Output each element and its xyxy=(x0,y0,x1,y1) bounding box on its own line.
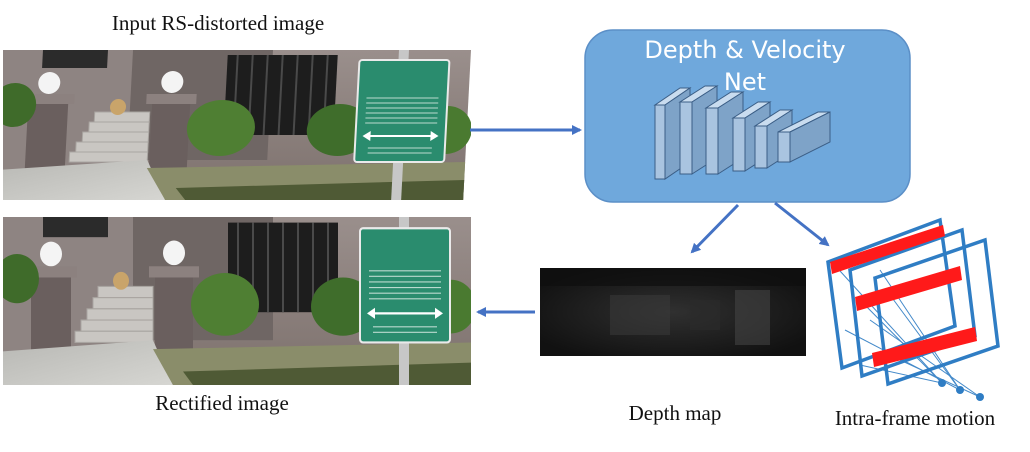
motion-band-bottom xyxy=(872,327,977,367)
arrow-net-to-depth xyxy=(690,203,740,254)
layer-block xyxy=(777,111,831,163)
depth-velocity-net: Depth & Velocity Net xyxy=(584,29,911,203)
camera-center-1 xyxy=(938,379,946,387)
arrow-net-to-motion xyxy=(774,201,830,247)
motion-band-middle xyxy=(855,266,962,311)
caption-depth-map: Depth map xyxy=(629,401,722,425)
caption-input-image: Input RS-distorted image xyxy=(112,11,324,35)
net-label-line1: Depth & Velocity xyxy=(644,36,845,64)
intra-frame-motion-diagram xyxy=(826,217,1000,401)
motion-band-top xyxy=(830,225,945,274)
network-layers xyxy=(653,85,831,180)
caption-intra-frame-motion: Intra-frame motion xyxy=(835,406,996,430)
caption-rectified-image: Rectified image xyxy=(155,391,289,415)
input-distorted-image xyxy=(3,50,471,200)
motion-frame-3 xyxy=(873,237,1000,387)
motion-frame-1 xyxy=(826,217,957,371)
depth-map-image xyxy=(540,268,806,356)
camera-center-3 xyxy=(976,393,984,401)
rectified-image xyxy=(3,217,471,385)
net-label-line2: Net xyxy=(724,68,766,96)
camera-center-2 xyxy=(956,386,964,394)
